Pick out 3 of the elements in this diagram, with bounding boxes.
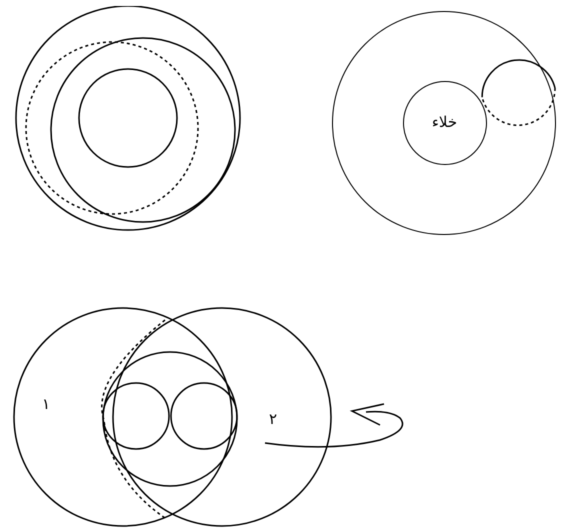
- region-number: ۱: [42, 397, 50, 412]
- circle-label: خلاء: [432, 112, 458, 134]
- region-number: ۲: [269, 412, 278, 427]
